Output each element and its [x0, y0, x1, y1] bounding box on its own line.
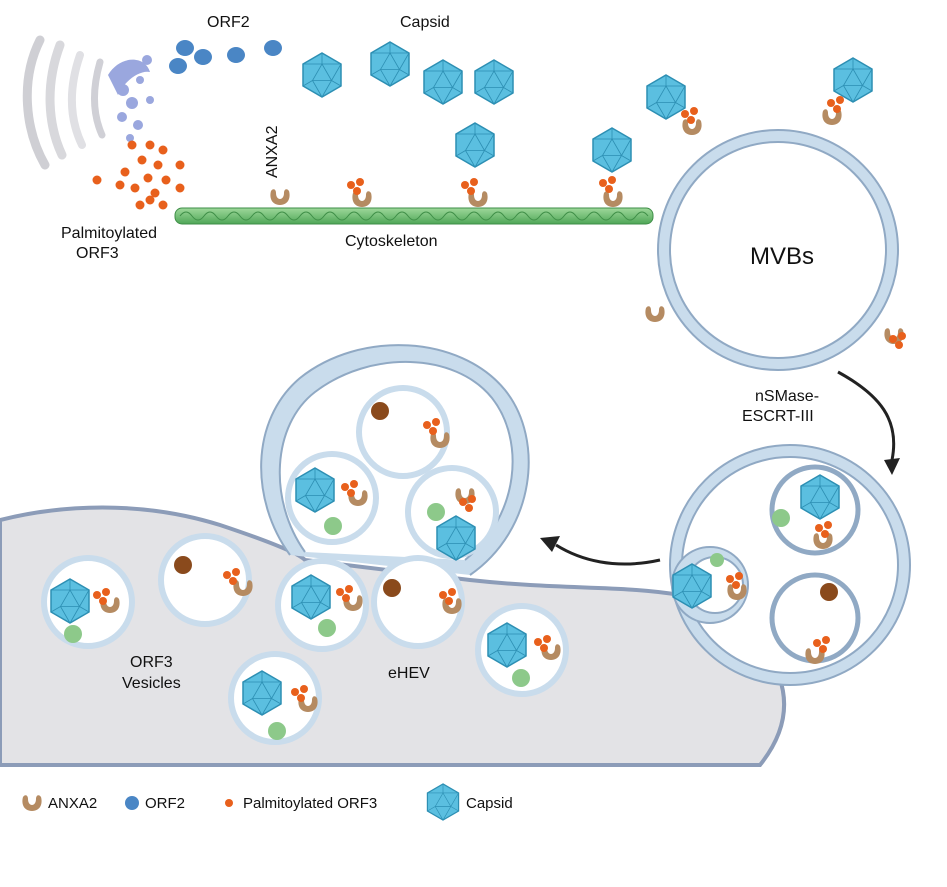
anxa2-on-skeleton	[270, 189, 290, 205]
capsid-cargo-3	[592, 127, 632, 207]
legend-label-orf3: Palmitoylated ORF3	[243, 795, 377, 812]
anxa2-icon	[22, 795, 42, 811]
legend: ANXA2 ORF2 Palmitoylated ORF3 Capsid	[22, 783, 513, 821]
capsid-cargo-mvb-2	[822, 57, 873, 125]
golgi-apparatus	[22, 35, 106, 170]
capsid-cargo-mvb-1	[646, 74, 702, 135]
capsid-cargo-2	[455, 122, 495, 207]
capsid-free-1	[302, 52, 342, 98]
orf3-anxa2-near-mvb	[884, 328, 906, 349]
label-palmitoylated-l2: ORF3	[76, 245, 119, 262]
label-nsmase-l2: ESCRT-III	[742, 408, 814, 425]
orf2-icon	[125, 796, 139, 810]
label-mvbs: MVBs	[750, 243, 814, 270]
anxa2-near-mvb	[645, 306, 665, 322]
legend-label-orf2: ORF2	[145, 795, 185, 812]
capsid-icon	[426, 783, 460, 821]
label-anxa2: ANXA2	[264, 125, 281, 178]
label-orf2: ORF2	[207, 14, 250, 31]
orf2-cluster	[169, 40, 282, 74]
orf3-cluster	[92, 140, 185, 210]
fusing-mvb	[669, 444, 911, 686]
label-cytoskeleton: Cytoskeleton	[345, 233, 438, 250]
legend-label-anxa2: ANXA2	[48, 795, 97, 812]
orf3-anxa2-cargo-1	[347, 178, 372, 207]
er-vesicles	[108, 55, 154, 142]
label-palmitoylated-l1: Palmitoylated	[61, 225, 157, 242]
arrow-to-fusing-mvb	[837, 370, 896, 461]
orf3-icon	[225, 799, 233, 807]
capsid-free-2	[370, 41, 410, 87]
vesicle-group	[41, 533, 569, 745]
legend-label-capsid: Capsid	[466, 795, 513, 812]
label-ehev: eHEV	[388, 665, 430, 682]
cytoskeleton-filament	[174, 207, 654, 225]
label-orf3-vesicles-l2: Vesicles	[122, 675, 181, 692]
label-orf3-vesicles-l1: ORF3	[130, 654, 173, 671]
capsid-free-3	[423, 59, 463, 105]
capsid-free-4	[474, 59, 514, 105]
arrow-to-plasma-membrane	[555, 543, 661, 566]
label-nsmase-l1: nSMase-	[755, 388, 819, 405]
label-capsid: Capsid	[400, 14, 450, 31]
mvb-at-membrane	[260, 344, 530, 576]
mvb-lumen	[669, 141, 887, 359]
